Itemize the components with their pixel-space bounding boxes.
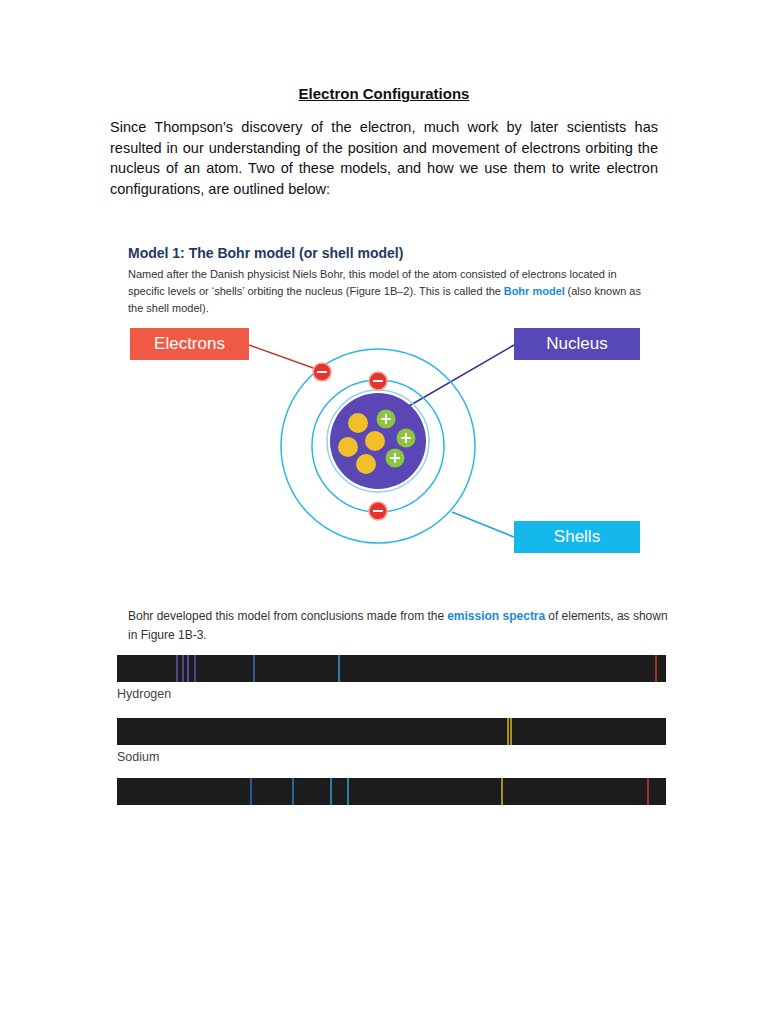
- spectrum-label: Hydrogen: [117, 687, 171, 701]
- model-description: Named after the Danish physicist Niels B…: [128, 266, 650, 317]
- label-box: Shells: [514, 521, 640, 553]
- label-box: Electrons: [130, 328, 249, 360]
- outer-shell: [281, 349, 475, 543]
- inner-shell: [312, 380, 444, 512]
- intro-paragraph: Since Thompson’s discovery of the electr…: [110, 117, 658, 199]
- nucleus-ring: [327, 390, 429, 492]
- leader-line: [452, 512, 514, 537]
- box-label: Nucleus: [546, 334, 607, 354]
- hydrogen-spectrum: [117, 655, 666, 682]
- box-label: Shells: [554, 527, 600, 547]
- electrons: [313, 363, 387, 520]
- sodium-spectrum: [117, 718, 666, 745]
- third-spectrum: [117, 778, 666, 805]
- document-title: Electron Configurations: [0, 85, 768, 102]
- highlighted-term: Bohr model: [504, 285, 565, 297]
- nucleus: [330, 393, 426, 489]
- label-box: Nucleus: [514, 328, 640, 360]
- highlighted-term: emission spectra: [447, 609, 545, 623]
- box-label: Electrons: [154, 334, 225, 354]
- leader-line: [249, 345, 316, 369]
- spectra-caption: Bohr developed this model from conclusio…: [128, 607, 668, 645]
- body-text: Bohr developed this model from conclusio…: [128, 609, 444, 623]
- protons: [377, 410, 416, 468]
- spectrum-label: Sodium: [117, 750, 159, 764]
- model-heading: Model 1: The Bohr model (or shell model): [128, 245, 668, 261]
